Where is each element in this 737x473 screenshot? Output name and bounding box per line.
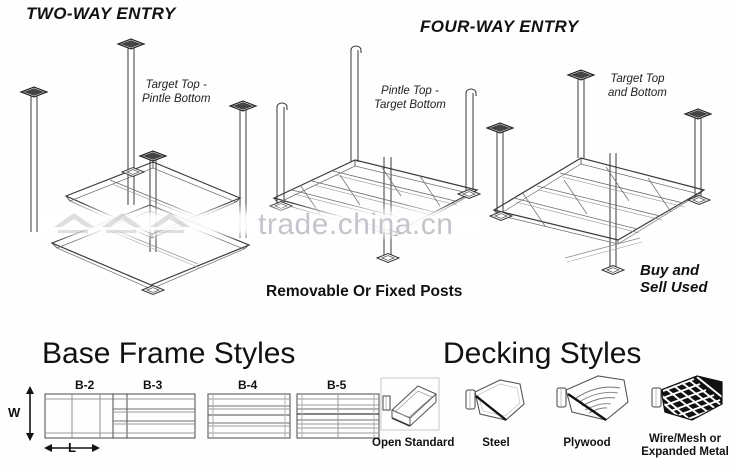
watermark-band: [40, 203, 480, 241]
base-frame-b2: [44, 393, 128, 439]
post-right: [465, 88, 477, 190]
dimension-label-length: L: [68, 440, 76, 455]
base-frame-icons: [26, 386, 380, 452]
caption-removable-or-fixed-posts: Removable Or Fixed Posts: [266, 283, 463, 300]
bottom-foot: [141, 285, 165, 295]
post-right: [684, 108, 712, 200]
dimension-label-width: W: [8, 405, 21, 420]
caption-buy-and-sell-used: Buy and Sell Used: [640, 262, 708, 296]
heading-two-way-entry: TWO-WAY ENTRY: [26, 4, 176, 23]
callout-target-top-pintle-bottom: Target Top - Pintle Bottom: [142, 78, 210, 106]
deck-label-plywood: Plywood: [563, 437, 611, 449]
base-frame-b5: [296, 393, 380, 439]
deck-grid: [492, 157, 706, 245]
base-frame-label-b5: B-5: [327, 378, 347, 392]
watermark-logo-icon: [54, 213, 190, 233]
base-frame-b3: [112, 393, 196, 439]
open-standard-icon: [380, 377, 440, 431]
base-frame-label-b3: B-3: [143, 378, 163, 392]
post-left: [276, 102, 288, 205]
plywood-deck-icon: [556, 375, 629, 421]
base-frame-b4: [207, 393, 291, 439]
watermark-text: trade.china.cn: [258, 208, 454, 241]
post-front: [601, 153, 625, 275]
detached-post-rear-center: [117, 38, 145, 205]
post-left: [486, 122, 514, 215]
two-way-rack: [20, 38, 257, 295]
buy-sell-line2: Sell Used: [640, 279, 708, 296]
wire-mesh-line2: Expanded Metal: [641, 446, 729, 458]
callout-3-line1: Target Top: [610, 73, 665, 85]
callout-2-line2: Target Bottom: [374, 99, 446, 111]
callout-3-line2: and Bottom: [608, 87, 667, 99]
callout-1-line2: Pintle Bottom: [142, 93, 211, 105]
base-frame-label-b2: B-2: [75, 378, 95, 392]
base-frame-label-b4: B-4: [238, 378, 258, 392]
callout-2-line1: Pintle Top -: [381, 85, 439, 97]
decking-icons: [380, 375, 723, 431]
deck-label-steel: Steel: [482, 437, 510, 449]
steel-deck-icon: [465, 379, 525, 421]
post-rear: [350, 45, 362, 162]
callout-pintle-top-target-bottom: Pintle Top - Target Bottom: [374, 84, 446, 112]
callout-target-top-and-bottom: Target Top and Bottom: [608, 72, 667, 100]
deck-label-open-standard: Open Standard: [372, 437, 455, 449]
four-way-rack-right: [486, 69, 712, 275]
wire-mesh-line1: Wire/Mesh or: [648, 433, 722, 445]
deck-label-wire-mesh: Wire/Mesh or Expanded Metal: [633, 433, 737, 459]
section-title-decking-styles: Decking Styles: [443, 337, 642, 370]
wire-mesh-icon: [651, 375, 723, 421]
callout-1-line1: Target Top -: [145, 79, 207, 91]
dimension-arrows: [26, 386, 100, 452]
section-title-base-frame-styles: Base Frame Styles: [42, 337, 296, 370]
post-rear: [567, 69, 595, 158]
buy-sell-line1: Buy and: [640, 262, 700, 279]
heading-four-way-entry: FOUR-WAY ENTRY: [420, 17, 579, 36]
